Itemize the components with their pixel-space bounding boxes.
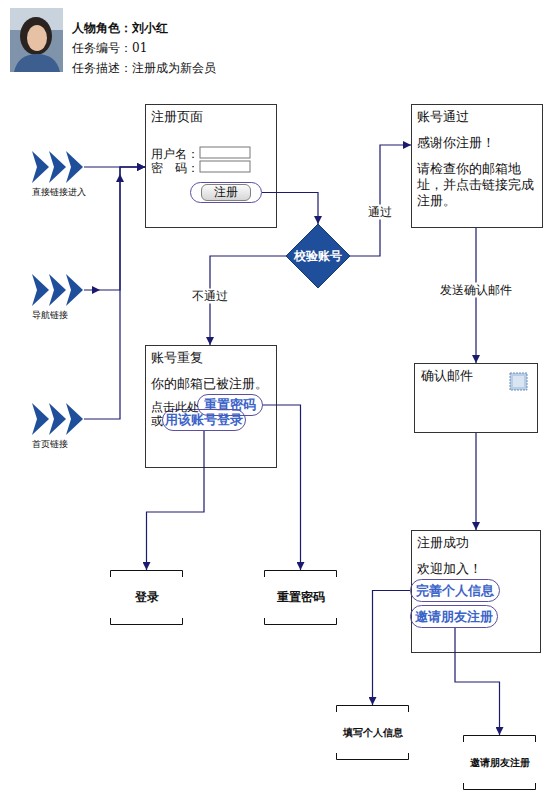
- flow-arrow: [210, 256, 286, 345]
- page-box: 重置密码用该账号登录 账号重复你的邮箱已被注册。点击此处或: [145, 345, 277, 468]
- input-field: [200, 147, 250, 158]
- node-text: 用户名：: [151, 147, 199, 161]
- photo-wall: [10, 8, 63, 30]
- header-text: 任务描述：注册成为新会员: [72, 60, 216, 76]
- target-page: 填写个人信息: [336, 705, 409, 760]
- stamp-body: [510, 373, 527, 390]
- flow-arrow: [84, 167, 145, 419]
- flow-arrow: [475, 228, 476, 363]
- chevron-shape: [49, 403, 66, 435]
- stamp-icon: [510, 373, 527, 390]
- node-title: 首页链接: [32, 439, 90, 450]
- flow-arrow: [263, 405, 301, 570]
- diamond-shape: [286, 224, 350, 288]
- flow-arrow: [350, 145, 411, 256]
- node-text: 请检查你的邮箱地址，并点击链接完成注册。: [417, 161, 537, 209]
- target-page: 重置密码: [264, 570, 337, 625]
- node-title: 重置密码: [204, 397, 256, 413]
- page-box: 注册 注册页面用户名：密 码：: [145, 104, 277, 228]
- flow-arrow: [84, 166, 145, 167]
- target-page: 登录: [110, 570, 183, 625]
- node-title: 登录: [135, 590, 159, 605]
- photo-background: [10, 8, 63, 72]
- node-title: 直接链接进入: [32, 187, 90, 198]
- node-title: 邀请朋友注册: [470, 756, 530, 770]
- target-page: 邀请朋友注册: [463, 735, 536, 790]
- photo-hair: [20, 17, 52, 55]
- flow-arrowhead: [92, 286, 100, 294]
- flow-arrow: [147, 431, 205, 570]
- page-box: 完善个人信息邀请朋友注册 注册成功欢迎加入！: [411, 530, 541, 653]
- link-pill: 完善个人信息: [410, 579, 500, 602]
- stamp-inner: [513, 376, 524, 387]
- node-text: 欢迎加入！: [417, 561, 535, 577]
- chevron-symbol: [32, 151, 84, 183]
- chevron-shape: [66, 151, 83, 183]
- input-field: [200, 161, 250, 172]
- node-text: 点击此处: [151, 400, 199, 414]
- node-title: 重置密码: [277, 590, 325, 605]
- node-title: 确认邮件: [421, 368, 532, 384]
- node-text: 或: [151, 414, 163, 428]
- node-title: 完善个人信息: [416, 583, 494, 599]
- flow-arrow: [84, 167, 145, 290]
- bracket-shape: [111, 571, 183, 625]
- edge-label: 不通过: [191, 289, 229, 304]
- avatar-photo: [10, 8, 63, 72]
- node-title: 用该账号登录: [165, 412, 243, 428]
- flow-arrow: [262, 193, 318, 225]
- chevron-symbol: [32, 274, 84, 306]
- node-title: 注册成功: [417, 535, 535, 551]
- node-title: 校验账号: [294, 248, 342, 265]
- chevron-shape: [32, 274, 49, 306]
- submit-button: 注册: [190, 182, 262, 203]
- node-title: 账号通过: [417, 109, 537, 125]
- flow-arrow: [455, 628, 500, 735]
- flow-arrow: [475, 433, 476, 530]
- page-box: 账号通过感谢你注册！ 请检查你的邮箱地址，并点击链接完成注册。: [411, 104, 543, 228]
- chevron-shape: [49, 274, 66, 306]
- node-text: 密 码：: [151, 161, 199, 175]
- node-text: 你的邮箱已被注册。: [151, 376, 271, 392]
- node-text: 感谢你注册！: [417, 135, 537, 151]
- node-title: 邀请朋友注册: [415, 609, 493, 625]
- node-title: 账号重复: [151, 350, 271, 366]
- decision-diamond: 校验账号: [286, 224, 350, 288]
- entry-chevrons: 首页链接: [32, 403, 90, 451]
- bracket-shape: [337, 706, 409, 760]
- bracket-shape: [464, 736, 536, 790]
- flow-arrow: [373, 591, 411, 706]
- chevron-symbol: [32, 403, 84, 435]
- edge-label: 通过: [367, 205, 393, 220]
- entry-chevrons: 直接链接进入: [32, 151, 90, 199]
- node-title: 注册页面: [151, 109, 271, 125]
- edge-label: 发送确认邮件: [439, 283, 513, 298]
- chevron-shape: [32, 403, 49, 435]
- bracket-shape: [265, 571, 337, 625]
- chevron-shape: [66, 403, 83, 435]
- header-text: 任务编号：01: [72, 40, 147, 56]
- chevron-shape: [32, 151, 49, 183]
- link-pill: 邀请朋友注册: [410, 605, 498, 628]
- flow-arrowhead: [116, 174, 124, 182]
- node-title: 填写个人信息: [343, 726, 403, 740]
- chevron-shape: [66, 274, 83, 306]
- photo-face: [27, 25, 47, 51]
- node-title: 注册: [201, 184, 251, 201]
- node-title: 导航链接: [32, 310, 90, 321]
- entry-chevrons: 导航链接: [32, 274, 90, 322]
- chevron-shape: [49, 151, 66, 183]
- header-text: 人物角色：刘小红: [72, 20, 168, 36]
- email-box: 确认邮件: [414, 363, 538, 433]
- photo-shirt: [14, 54, 60, 72]
